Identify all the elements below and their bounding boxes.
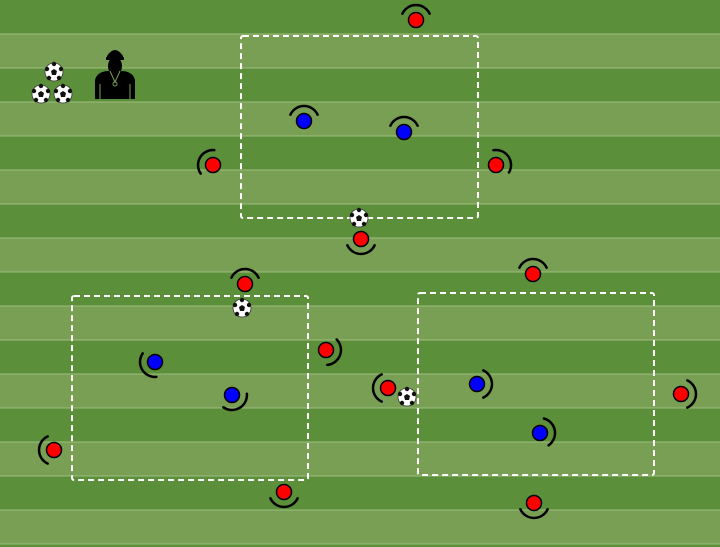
red-player-icon xyxy=(37,435,63,465)
red-player-icon xyxy=(672,379,698,409)
players xyxy=(37,3,698,520)
player-head xyxy=(395,123,413,141)
blue-player-icon xyxy=(531,417,557,447)
player-body-arc xyxy=(518,257,548,269)
player-body-arc xyxy=(346,244,376,256)
player-body-arc xyxy=(542,417,557,447)
red-player-icon xyxy=(317,338,343,367)
soccer-balls xyxy=(31,61,417,407)
player-body-arc xyxy=(269,497,299,509)
player-head xyxy=(45,441,63,459)
grass-stripe xyxy=(0,34,720,68)
blue-player-icon xyxy=(389,115,419,141)
player-head xyxy=(204,156,222,174)
red-player-icon xyxy=(346,230,376,256)
grass-stripe xyxy=(0,102,720,136)
grass-stripe xyxy=(0,306,720,340)
player-body-arc xyxy=(686,379,698,409)
player-body-arc xyxy=(482,369,494,399)
red-player-icon xyxy=(371,373,397,403)
player-body-arc xyxy=(326,338,343,367)
grass-stripe xyxy=(0,136,720,170)
red-player-icon xyxy=(487,148,513,174)
player-head xyxy=(295,112,313,130)
grass-stripe xyxy=(0,272,720,306)
player-head xyxy=(317,341,335,359)
player-body-arc xyxy=(492,148,513,174)
player-head xyxy=(223,386,241,404)
player-body-arc xyxy=(289,104,319,116)
soccer-ball-icon xyxy=(397,386,417,407)
soccer-ball-icon xyxy=(232,297,252,318)
red-player-icon xyxy=(401,3,431,29)
grass-stripe xyxy=(0,374,720,408)
grass-stripe xyxy=(0,544,720,547)
player-head xyxy=(146,353,164,371)
red-player-icon xyxy=(230,267,260,293)
blue-player-icon xyxy=(468,369,494,399)
player-body-arc xyxy=(230,267,260,279)
red-player-icon xyxy=(519,494,549,520)
player-head xyxy=(487,156,505,174)
coach-icon xyxy=(95,50,135,99)
zone-outline xyxy=(417,292,655,476)
grass-stripe xyxy=(0,442,720,476)
player-head xyxy=(275,483,293,501)
grass-stripe xyxy=(0,476,720,510)
player-body-arc xyxy=(138,352,158,379)
red-player-icon xyxy=(518,257,548,283)
player-body-arc xyxy=(519,508,549,520)
player-body-arc xyxy=(389,115,419,127)
zone-outline xyxy=(71,295,309,481)
player-body-arc xyxy=(371,373,383,403)
player-head xyxy=(525,494,543,512)
grass-stripe xyxy=(0,0,720,34)
soccer-ball-icon xyxy=(31,83,51,104)
blue-player-icon xyxy=(138,352,164,379)
grass-stripe xyxy=(0,408,720,442)
player-head xyxy=(407,11,425,29)
grass-stripe xyxy=(0,340,720,374)
blue-player-icon xyxy=(289,104,319,130)
player-body-arc xyxy=(222,392,249,412)
player-head xyxy=(531,424,549,442)
player-head xyxy=(468,375,486,393)
player-head xyxy=(672,385,690,403)
grass-stripe xyxy=(0,510,720,544)
player-head xyxy=(236,275,254,293)
soccer-ball-icon xyxy=(53,83,73,104)
player-head xyxy=(379,379,397,397)
player-body-arc xyxy=(401,3,431,15)
red-player-icon xyxy=(269,483,299,509)
player-body-arc xyxy=(196,148,216,175)
player-head xyxy=(352,230,370,248)
player-head xyxy=(524,265,542,283)
red-player-icon xyxy=(196,148,222,175)
soccer-ball-icon xyxy=(349,207,369,228)
soccer-ball-icon xyxy=(44,61,64,82)
blue-player-icon xyxy=(222,386,249,412)
grass-stripe xyxy=(0,170,720,204)
player-body-arc xyxy=(37,435,49,465)
